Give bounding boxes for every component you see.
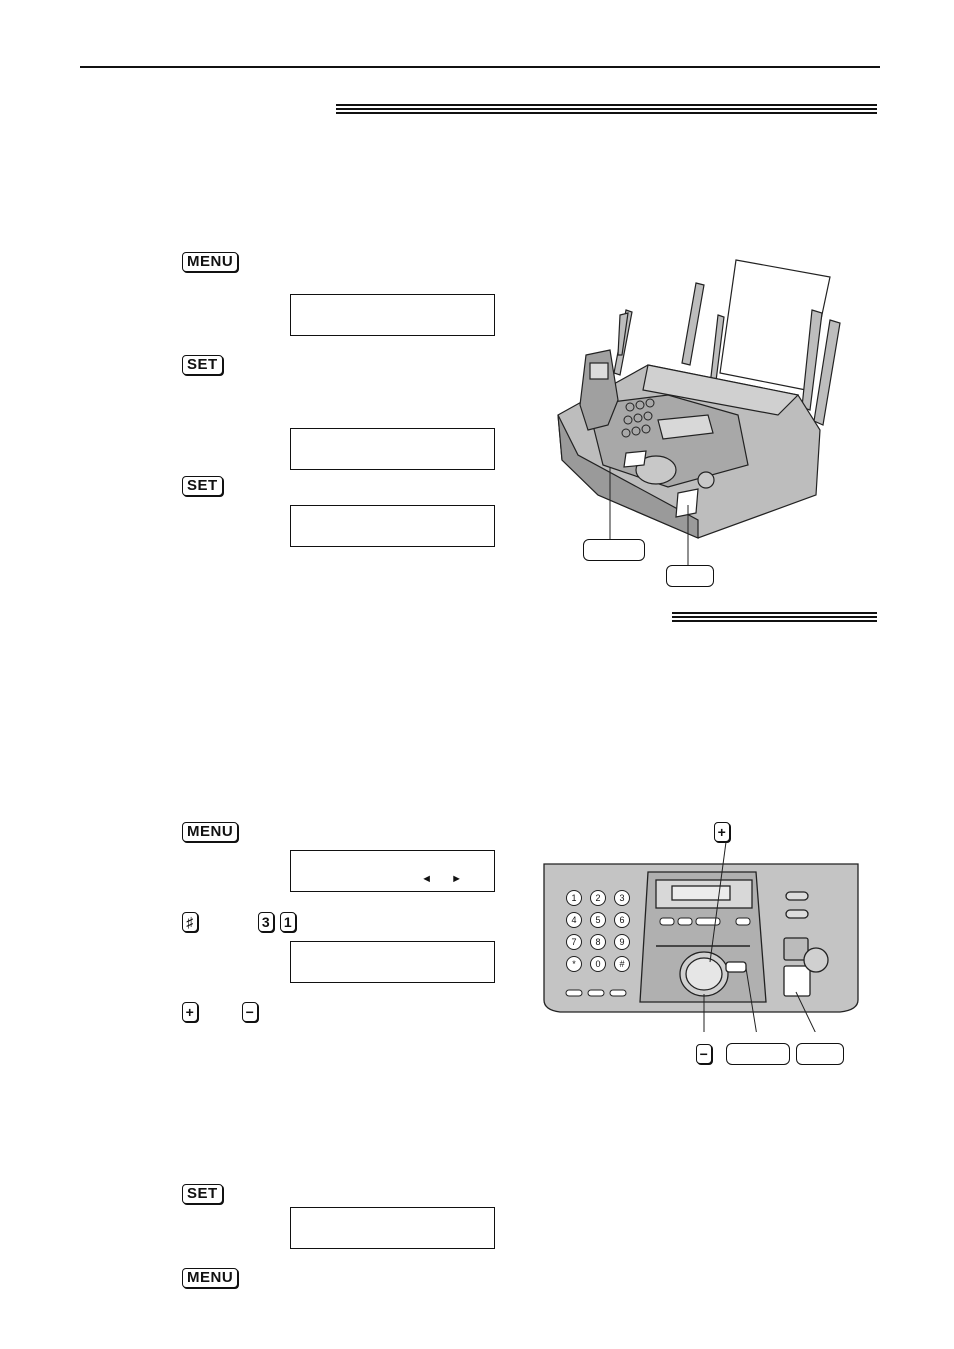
keypad-digit: 7 xyxy=(571,937,576,947)
keypad-digit: * xyxy=(572,959,576,969)
callout-set-key xyxy=(796,1043,844,1065)
lcd-display-4: ◄ ► xyxy=(290,850,495,892)
plus-icon: + xyxy=(714,822,730,842)
keypad-digit: 4 xyxy=(571,915,576,925)
digit-3-key: 3 xyxy=(258,912,274,932)
keypad-button xyxy=(566,912,582,928)
lcd-display-3 xyxy=(290,505,495,547)
keypad-button xyxy=(590,934,606,950)
keypad-digit: 2 xyxy=(595,893,600,903)
minus-key: − xyxy=(242,1002,258,1022)
keypad-button xyxy=(590,912,606,928)
menu-key: MENU xyxy=(182,1268,239,1288)
set-key: SET xyxy=(182,476,223,496)
keypad-digit: # xyxy=(619,959,624,969)
section-heading-bar-1 xyxy=(336,104,877,114)
menu-key: MENU xyxy=(182,252,239,272)
menu-key: MENU xyxy=(182,822,239,842)
keypad-button xyxy=(614,890,630,906)
fax-machine-illustration xyxy=(557,259,841,567)
keypad-digit: 3 xyxy=(619,893,624,903)
set-key: SET xyxy=(182,355,223,375)
keypad-button xyxy=(566,956,582,972)
set-key: SET xyxy=(182,1184,223,1204)
lcd-display-6 xyxy=(290,1207,495,1249)
keypad-button xyxy=(566,890,582,906)
keypad-button xyxy=(590,890,606,906)
lcd-display-2 xyxy=(290,428,495,470)
plus-key: + xyxy=(182,1002,198,1022)
keypad-digit: 0 xyxy=(595,959,600,969)
digit-1-key: 1 xyxy=(280,912,296,932)
keypad-button xyxy=(566,934,582,950)
minus-icon: − xyxy=(696,1044,712,1064)
section-heading-bar-2 xyxy=(672,612,877,622)
control-panel-illustration: 1 2 3 4 5 6 7 8 9 * 0 # xyxy=(543,842,859,1032)
keypad-button xyxy=(614,934,630,950)
keypad-digit: 1 xyxy=(571,893,576,903)
page-top-rule xyxy=(80,66,880,68)
callout-set-key xyxy=(666,565,714,587)
callout-menu-key xyxy=(583,539,645,561)
keypad-button xyxy=(614,956,630,972)
lcd-display-1 xyxy=(290,294,495,336)
lcd-display-5 xyxy=(290,941,495,983)
keypad-digit: 9 xyxy=(619,937,624,947)
keypad-button xyxy=(590,956,606,972)
callout-menu-key xyxy=(726,1043,790,1065)
keypad-digit: 5 xyxy=(595,915,600,925)
keypad-button xyxy=(614,912,630,928)
keypad-digit: 8 xyxy=(595,937,600,947)
keypad-digit: 6 xyxy=(619,915,624,925)
hash-key: ♯ xyxy=(182,912,198,932)
scroll-arrows: ◄ ► xyxy=(421,873,470,885)
